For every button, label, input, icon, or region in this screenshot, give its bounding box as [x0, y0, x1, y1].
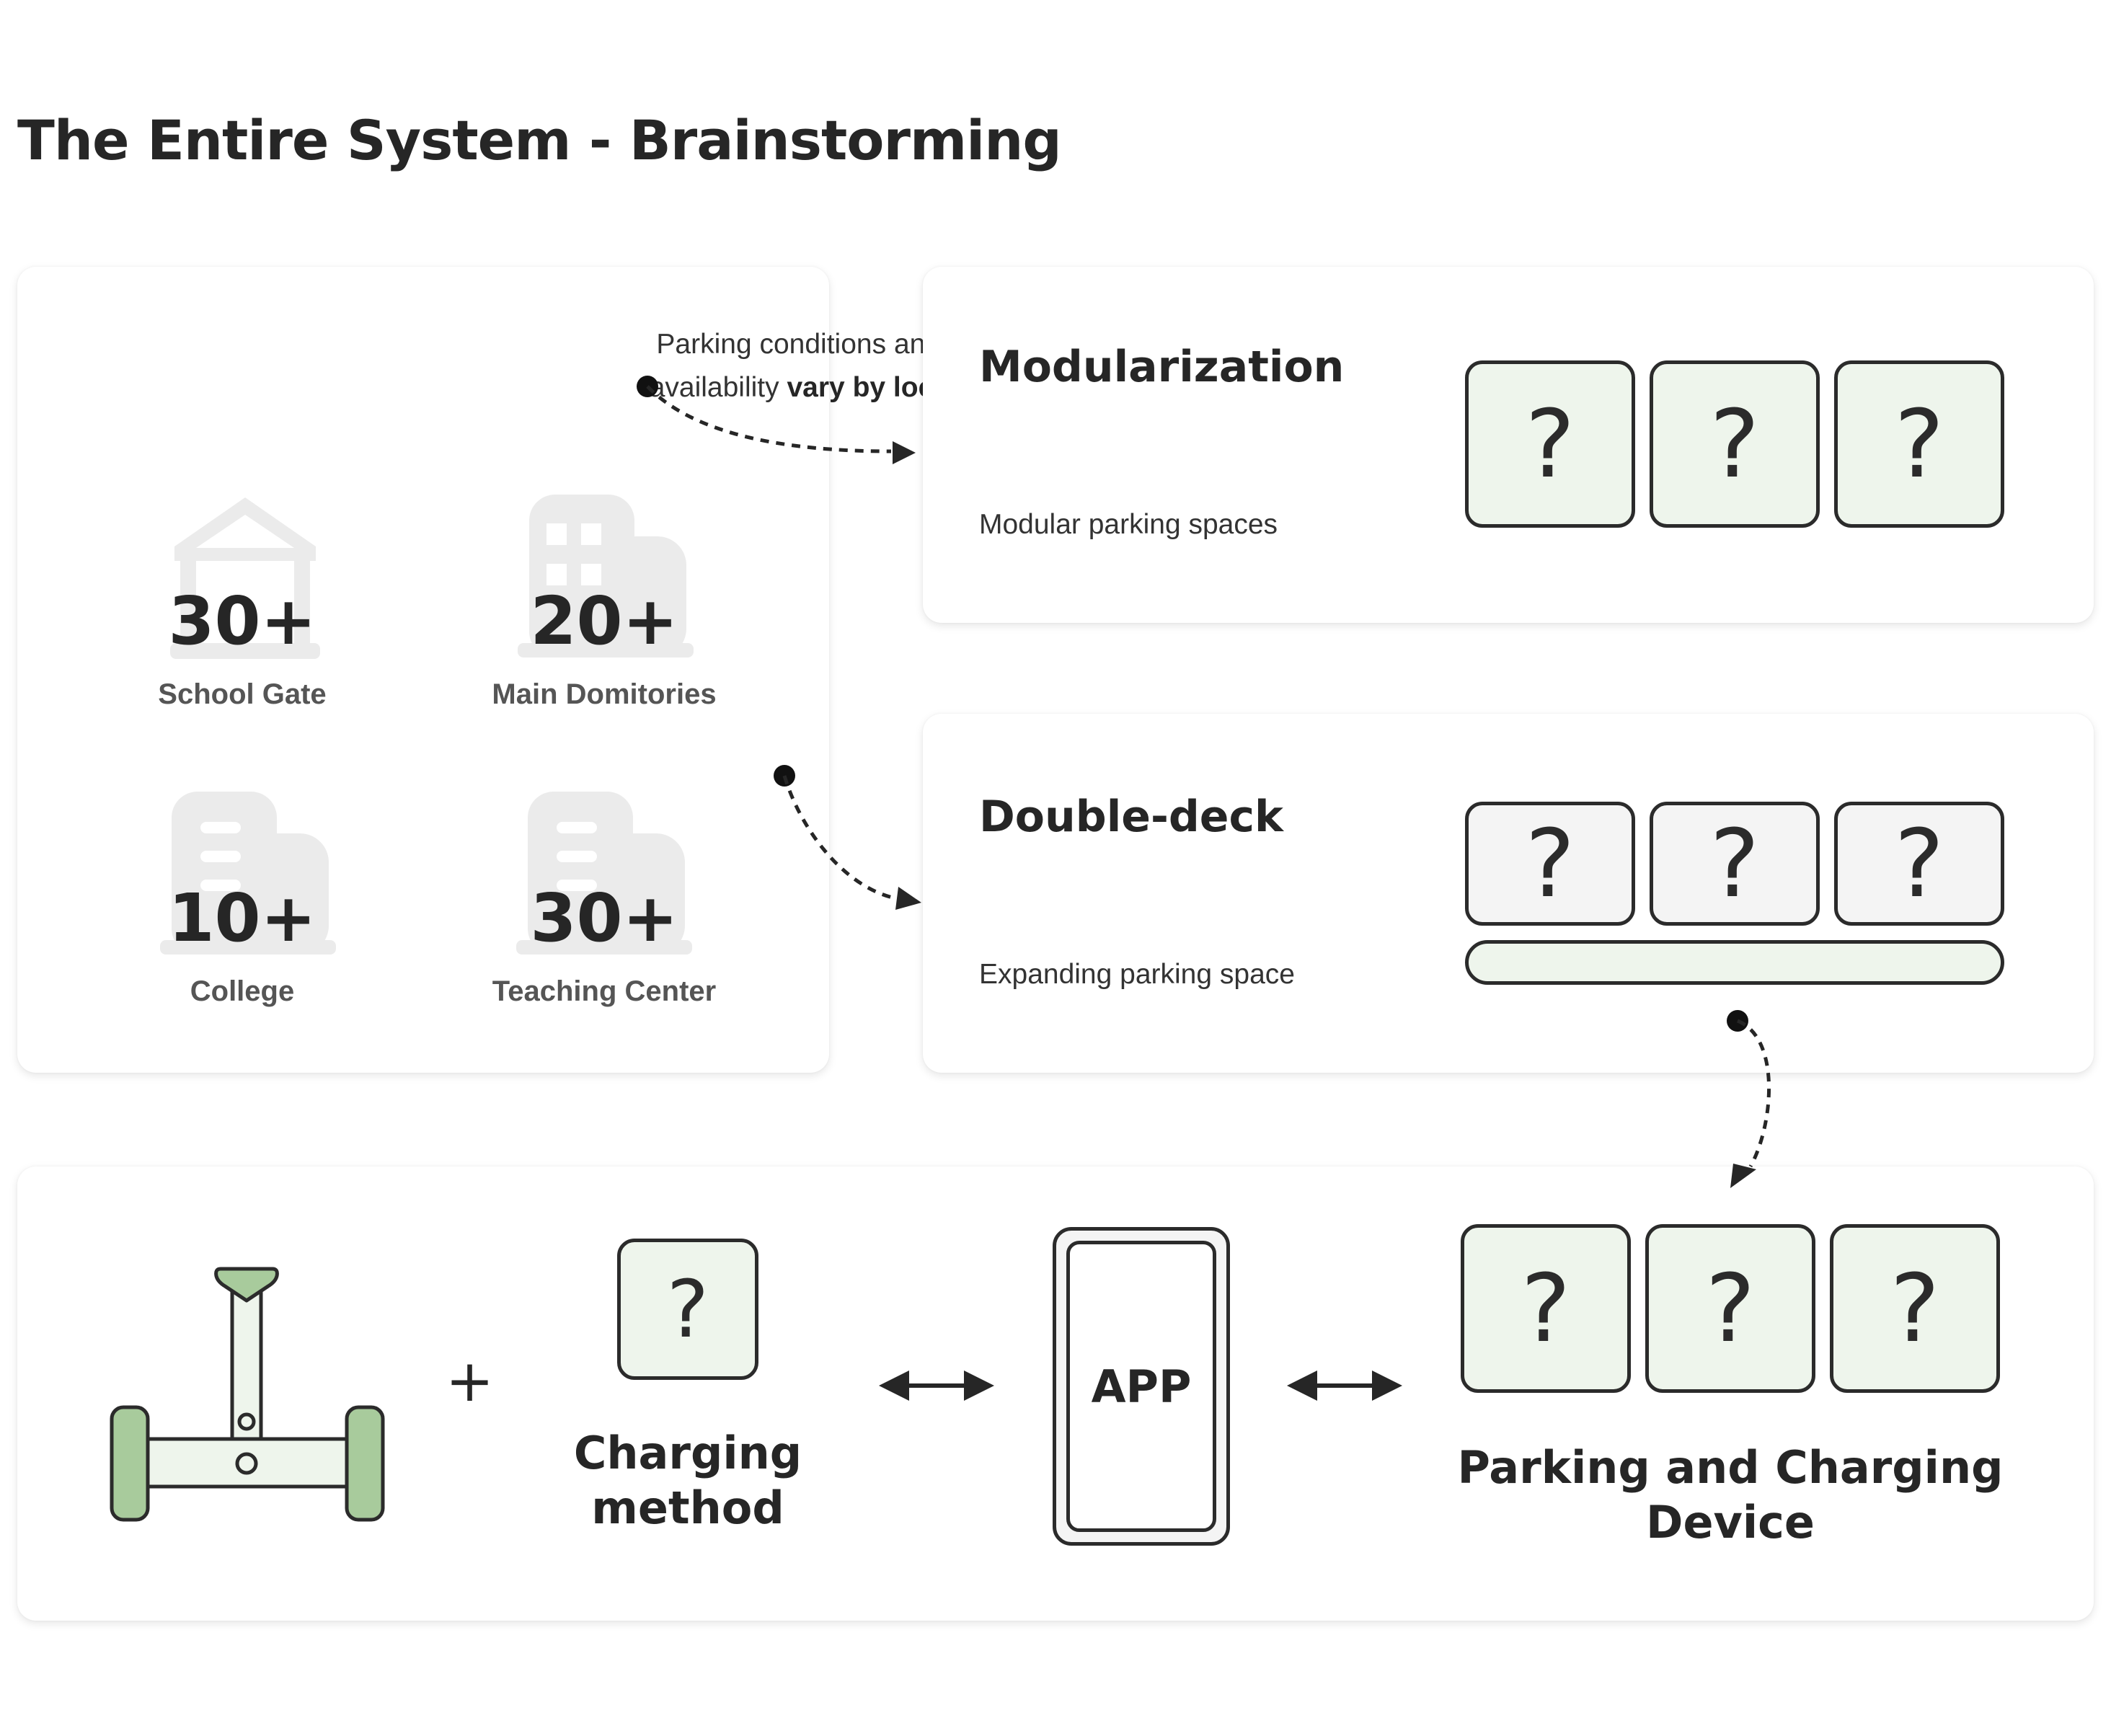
connector-location-to-modularization: [637, 376, 916, 464]
module-box: ?: [1465, 360, 1635, 528]
device-box: ?: [1461, 1224, 1631, 1393]
stat-label-school-gate: School Gate: [158, 678, 327, 710]
stat-value-college: 10+: [168, 880, 317, 957]
house-icon: [170, 497, 320, 659]
building-icon: [518, 495, 694, 657]
question-mark-icon: ?: [1709, 389, 1760, 499]
question-mark-icon: ?: [1521, 1254, 1571, 1363]
app-phone: APP: [1053, 1227, 1230, 1546]
question-mark-icon: ?: [1709, 809, 1760, 918]
module-box: ?: [1650, 360, 1820, 528]
modularization-subtitle: Modular parking spaces: [979, 509, 1278, 540]
device-box: ?: [1830, 1224, 2000, 1393]
double-deck-subtitle: Expanding parking space: [979, 959, 1295, 990]
device-label-line-2: Device: [1646, 1496, 1815, 1549]
question-mark-icon: ?: [666, 1263, 709, 1355]
upper-deck-box: ?: [1465, 802, 1635, 926]
app-label: APP: [1091, 1360, 1192, 1413]
upper-deck-box: ?: [1834, 802, 2004, 926]
device-label: Parking and Charging Device: [1413, 1440, 2048, 1550]
app-phone-screen: APP: [1066, 1241, 1216, 1532]
question-mark-icon: ?: [1705, 1254, 1756, 1363]
charging-label-line-2: method: [591, 1482, 784, 1534]
stat-label-college: College: [190, 975, 295, 1007]
question-mark-icon: ?: [1525, 389, 1575, 499]
modularization-heading: Modularization: [979, 342, 1345, 392]
building-icon: [160, 792, 336, 955]
self-balancing-scooter-icon: [110, 1267, 385, 1522]
double-deck-heading: Double-deck: [979, 792, 1283, 842]
question-mark-icon: ?: [1525, 809, 1575, 918]
charging-method-label: Charging method: [508, 1426, 868, 1536]
stat-value-teaching-center: 30+: [530, 880, 678, 957]
upper-deck-box: ?: [1650, 802, 1820, 926]
stat-label-main-domitories: Main Domitories: [492, 678, 717, 710]
stat-label-teaching-center: Teaching Center: [492, 975, 717, 1007]
lower-deck-bar: [1465, 940, 2004, 985]
stat-value-school-gate: 30+: [168, 583, 317, 660]
question-mark-icon: ?: [1890, 1254, 1940, 1363]
connector-double-deck-to-device: [1727, 1010, 1771, 1188]
plus-sign: +: [446, 1347, 495, 1414]
stat-value-main-domitories: 20+: [530, 583, 678, 660]
charging-label-line-1: Charging: [573, 1427, 802, 1479]
device-label-line-1: Parking and Charging: [1457, 1441, 2004, 1494]
question-mark-icon: ?: [1894, 809, 1944, 918]
device-box: ?: [1645, 1224, 1815, 1393]
question-mark-icon: ?: [1894, 389, 1944, 499]
module-box: ?: [1834, 360, 2004, 528]
building-icon: [516, 792, 692, 955]
page-title: The Entire System - Brainstorming: [17, 108, 1062, 172]
connector-location-to-double-deck: [774, 765, 921, 910]
intro-line-2-prefix: availability: [649, 372, 787, 403]
charging-method-box: ?: [617, 1239, 758, 1380]
locations-card: [17, 267, 829, 1073]
